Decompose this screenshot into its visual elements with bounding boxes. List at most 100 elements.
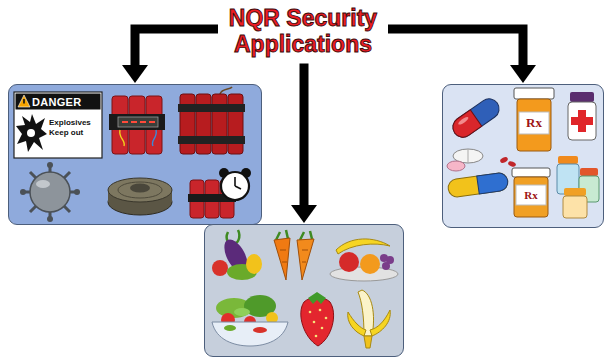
carrots [276, 230, 312, 240]
naval-mine [36, 180, 50, 188]
dynamite-timer [122, 121, 155, 123]
label-text: Rx [516, 189, 546, 202]
strawberry [315, 335, 318, 338]
dynamite-bundle [178, 136, 245, 144]
land-mine [118, 182, 162, 198]
food-art [204, 224, 404, 358]
fruit-plate [336, 239, 390, 254]
banana [364, 336, 372, 348]
text-slot: Rx [516, 189, 546, 202]
dynamite-bundle [220, 87, 232, 94]
vegetables [212, 230, 262, 280]
carrots [297, 239, 314, 280]
pill-bottle [507, 160, 516, 167]
dynamite-bundle [178, 104, 245, 112]
title-node: NQR Security Applications [222, 4, 384, 60]
land-mine [108, 178, 172, 215]
danger-sign [18, 95, 30, 107]
salad [224, 325, 236, 331]
pill-bottle [512, 168, 550, 177]
time-bomb [188, 168, 251, 218]
strawberry [325, 317, 328, 320]
dynamite-bundle [228, 94, 243, 154]
salad [253, 327, 267, 333]
capsule [457, 116, 469, 126]
time-bomb [221, 172, 249, 200]
naval-mine [30, 172, 70, 212]
bottle-group [564, 188, 586, 196]
strawberry [313, 321, 316, 324]
text-slot: NQR Security Applications [222, 6, 384, 58]
fruit-plate [360, 254, 380, 274]
naval-mine [47, 162, 53, 168]
capsule [447, 172, 509, 198]
medicine-bottle [571, 117, 593, 125]
salad [212, 322, 288, 346]
category-box: RxRx [442, 84, 604, 228]
naval-mine [47, 216, 53, 222]
bottle-group [558, 156, 578, 164]
text-slot: Rx [519, 115, 549, 130]
arrow-shaft [135, 29, 218, 67]
dynamite-timer [109, 96, 165, 154]
category-box [204, 224, 404, 357]
strawberry [308, 292, 326, 304]
dynamite-bundle [196, 94, 211, 154]
pill-bottle [516, 185, 546, 205]
naval-mine [74, 189, 80, 195]
medicine-bottle [568, 102, 596, 140]
category-box: DANGER Explosives Keep out [8, 84, 262, 225]
banana [348, 312, 366, 336]
bottle-group [580, 168, 598, 176]
dynamite-timer [120, 130, 125, 146]
strawberry [319, 309, 322, 312]
arrow-head [291, 205, 317, 223]
pill-bottle [514, 88, 554, 99]
salad [234, 308, 250, 316]
medicine-bottle [568, 92, 596, 140]
fruit-plate [380, 254, 388, 262]
tablets [468, 149, 469, 163]
danger-sign [14, 92, 102, 158]
capsule [447, 172, 509, 198]
strawberry [321, 327, 324, 330]
vegetables [246, 254, 262, 274]
salad [212, 295, 288, 346]
capsule [477, 172, 509, 194]
banana [370, 310, 390, 336]
naval-mine [20, 189, 26, 195]
text-slot: Explosives Keep out [49, 118, 99, 137]
text-slot: DANGER [32, 95, 96, 109]
danger-sign [16, 94, 101, 110]
bottle-group [557, 156, 599, 218]
dynamite-bundle [178, 87, 245, 154]
bottle-group [563, 196, 587, 218]
time-bomb [235, 177, 241, 189]
sign-text: DANGER [32, 95, 96, 109]
dynamite-timer [118, 117, 158, 127]
naval-mine [22, 164, 78, 220]
pill-bottle [512, 168, 550, 217]
sign-text: Explosives Keep out [49, 118, 99, 137]
naval-mine [20, 162, 80, 222]
flow-arrow [122, 29, 218, 83]
banana [348, 290, 391, 348]
arrow-shaft [388, 29, 523, 67]
strawberry [309, 311, 312, 314]
arrow-head [510, 65, 536, 83]
capsule [449, 95, 503, 141]
capsule [449, 110, 482, 141]
danger-sign [14, 92, 102, 158]
pill-bottle [514, 177, 548, 217]
medicine-bottle [570, 92, 594, 102]
flow-arrow [388, 29, 536, 83]
danger-sign [27, 129, 35, 137]
carrots [280, 250, 308, 262]
arrow-shaft [300, 64, 309, 208]
fruit-plate [330, 239, 398, 281]
fruit-plate [339, 252, 359, 272]
flow-arrow [291, 64, 317, 224]
pill-bottle [499, 156, 508, 164]
tablets [447, 161, 465, 171]
